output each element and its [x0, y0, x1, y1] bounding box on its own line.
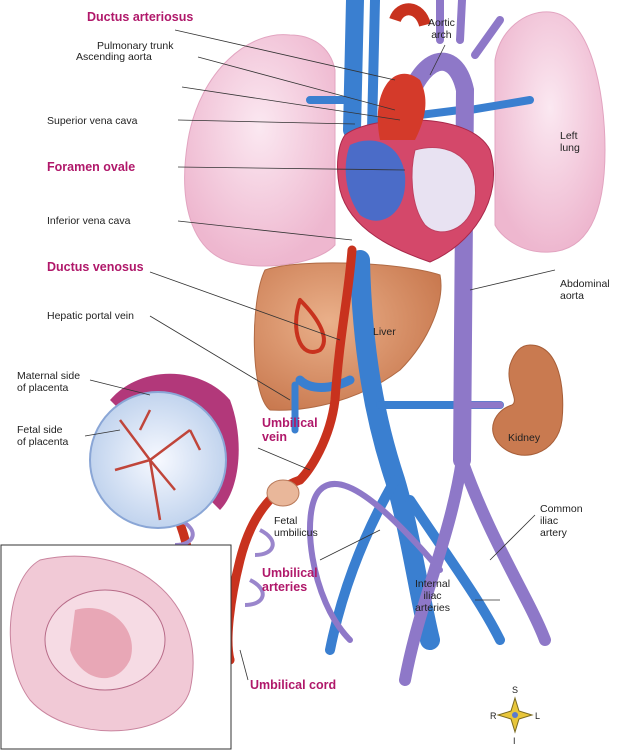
- label-line: lung: [560, 142, 580, 154]
- label-line: arch: [431, 29, 452, 41]
- label-line: Abdominal: [560, 278, 610, 290]
- label-line: Common: [540, 503, 583, 515]
- label-inferior-vena-cava: Inferior vena cava: [47, 215, 131, 227]
- label-line: iliac: [540, 515, 559, 527]
- label-line: Maternal side: [17, 370, 81, 382]
- kidney-shape: [492, 344, 564, 456]
- compass-l: L: [535, 711, 541, 721]
- label-line: aorta: [560, 290, 584, 302]
- label-line: vein: [262, 430, 288, 444]
- label-line: arteries: [262, 580, 308, 594]
- label-kidney: Kidney: [508, 432, 541, 444]
- label-ductus-arteriosus: Ductus arteriosus: [87, 10, 194, 24]
- label-line: Fetal side: [17, 424, 63, 436]
- compass-i: I: [513, 736, 516, 746]
- label-hepatic-portal-vein: Hepatic portal vein: [47, 310, 134, 322]
- label-ascending-aorta: Ascending aorta: [76, 51, 152, 63]
- label-line: iliac: [423, 590, 442, 602]
- label-pulmonary-trunk: Pulmonary trunk: [97, 40, 174, 52]
- fetal-umbilicus-shape: [266, 479, 300, 507]
- label-line: of placenta: [17, 436, 69, 448]
- label-line: umbilicus: [274, 527, 318, 539]
- label-liver: Liver: [373, 326, 396, 338]
- label-line: Aortic: [428, 17, 455, 29]
- label-line: Fetal: [274, 515, 298, 527]
- label-line: arteries: [415, 602, 451, 614]
- label-line: Umbilical: [262, 416, 318, 430]
- label-superior-vena-cava: Superior vena cava: [47, 115, 138, 127]
- label-line: artery: [540, 527, 567, 539]
- compass-r: R: [490, 711, 497, 721]
- label-line: Internal: [415, 578, 451, 590]
- right-lung: [184, 34, 336, 267]
- label-line: Umbilical: [262, 566, 318, 580]
- label-ductus-venosus: Ductus venosus: [47, 260, 144, 274]
- compass-rose-icon: [496, 696, 534, 734]
- left-lung: [494, 11, 606, 253]
- label-line: of placenta: [17, 382, 69, 394]
- label-umbilical-cord: Umbilical cord: [250, 678, 337, 692]
- label-foramen-ovale: Foramen ovale: [47, 160, 136, 174]
- label-line: Left: [560, 130, 578, 142]
- compass-s: S: [512, 685, 519, 695]
